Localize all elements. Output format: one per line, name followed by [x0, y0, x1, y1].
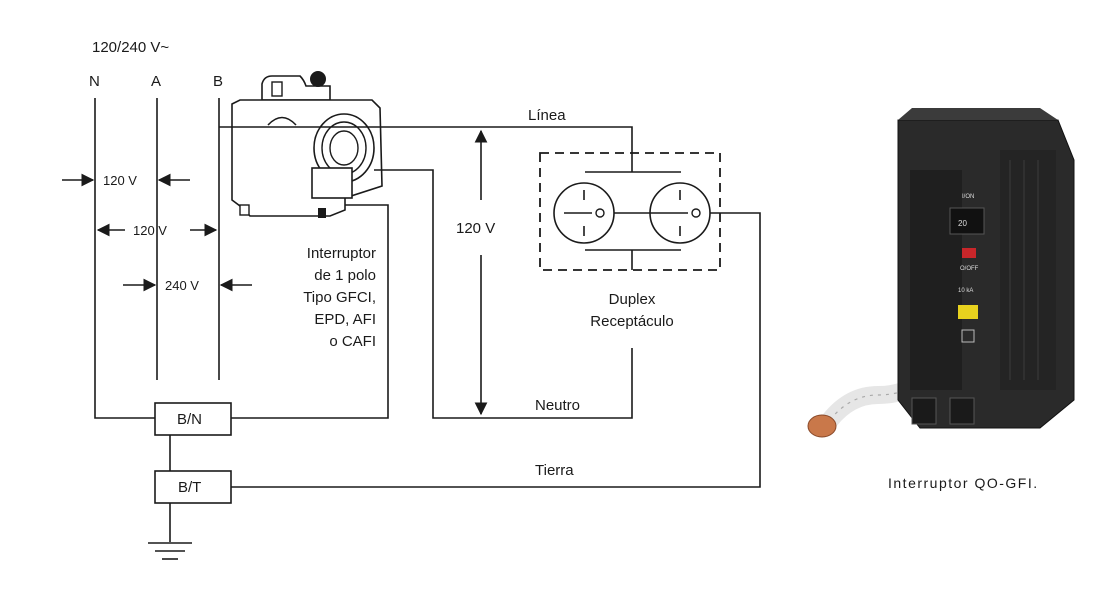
- neutral-bar-label: B/N: [177, 411, 202, 428]
- svg-text:de 1 polo: de 1 polo: [314, 267, 376, 284]
- bus-lines: [94, 98, 220, 419]
- line-wire: [219, 126, 633, 153]
- svg-text:EPD, AFI: EPD, AFI: [314, 311, 376, 328]
- wiring: [169, 126, 761, 542]
- photo-off-label: O/OFF: [960, 266, 979, 272]
- breaker-label: Interruptor de 1 polo Tipo GFCI, EPD, AF…: [303, 245, 376, 350]
- ground-wire: [231, 212, 761, 488]
- bus-a-label: A: [151, 73, 161, 90]
- neutral-wire: [374, 169, 633, 419]
- line-wire-label: Línea: [528, 107, 566, 124]
- voltage-line-neutral: 120 V: [456, 220, 495, 237]
- supply-voltage-label: 120/240 V~: [92, 39, 169, 56]
- voltage-n-b: 120 V: [133, 223, 167, 238]
- outlet-left: [553, 182, 615, 244]
- bus-n-label: N: [89, 73, 100, 90]
- pigtail-wire: [231, 204, 389, 419]
- earth-ground-icon: [148, 542, 192, 560]
- duplex-receptacle: [539, 152, 721, 271]
- neutral-wire-label: Neutro: [535, 397, 580, 414]
- neutral-bar: B/N: [154, 402, 232, 436]
- voltage-arrow-a-b: 240 V: [123, 278, 252, 293]
- breaker-photo: I/ON 20 O/OFF 10 kA: [807, 108, 1075, 438]
- voltage-arrow-n-a: 120 V: [62, 173, 190, 188]
- photo-rating-label: 20: [958, 219, 967, 228]
- breaker-drawing: [231, 71, 383, 218]
- bus-b-label: B: [213, 73, 223, 90]
- ground-bar-label: B/T: [178, 479, 201, 496]
- outlet-right: [649, 182, 711, 244]
- ground-wire-label: Tierra: [535, 462, 574, 479]
- test-button: [958, 305, 978, 319]
- voltage-arrow-n-b: 120 V: [96, 223, 218, 238]
- ground-bar: B/T: [154, 470, 232, 504]
- svg-text:Interruptor: Interruptor: [307, 245, 376, 262]
- photo-caption: Interruptor QO-GFI.: [888, 475, 1039, 491]
- voltage-arrow-line-neutral: 120 V: [456, 129, 495, 416]
- receptacle-label-line1: Duplex: [609, 291, 656, 308]
- photo-kaic-label: 10 kA: [958, 288, 973, 294]
- receptacle-label-line2: Receptáculo: [590, 313, 673, 330]
- svg-text:o CAFI: o CAFI: [329, 333, 376, 350]
- photo-on-label: I/ON: [962, 194, 974, 200]
- svg-text:Tipo GFCI,: Tipo GFCI,: [303, 289, 376, 306]
- bus-n-line: [94, 98, 155, 419]
- voltage-n-a: 120 V: [103, 173, 137, 188]
- voltage-a-b: 240 V: [165, 278, 199, 293]
